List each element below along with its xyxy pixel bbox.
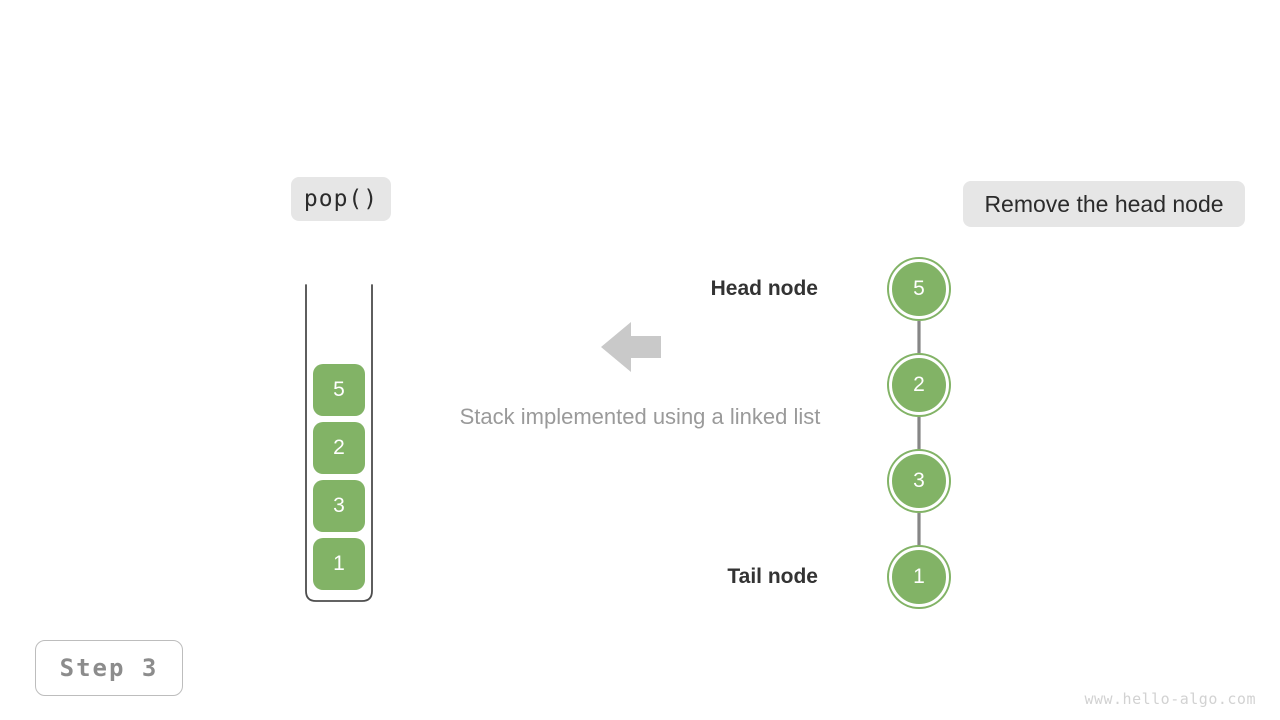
watermark-text: www.hello-algo.com: [1084, 690, 1256, 708]
action-description-chip: Remove the head node: [963, 181, 1245, 227]
arrow-left-icon: [601, 322, 661, 372]
caption-text: Stack implemented using a linked list: [459, 404, 821, 429]
stack-cell: 5: [313, 364, 365, 416]
step-badge: Step 3: [35, 640, 183, 696]
list-node: 1: [889, 547, 949, 607]
list-node-value: 2: [913, 373, 925, 396]
head-node-label: Head node: [710, 277, 818, 300]
step-label: Step 3: [59, 654, 159, 682]
stack-frame-outline: [305, 284, 373, 602]
stack-cell: 2: [313, 422, 365, 474]
stack-cell-value: 1: [333, 552, 345, 575]
stack-cell-value: 2: [333, 436, 345, 459]
linked-list-container: Head node 5 2 3 Tail node 1: [711, 255, 980, 615]
tail-node-label: Tail node: [727, 565, 818, 588]
action-label: Remove the head node: [984, 190, 1224, 217]
watermark: www.hello-algo.com: [1084, 690, 1256, 708]
list-node: 2: [889, 355, 949, 415]
stack-cell: 1: [313, 538, 365, 590]
operation-label: pop(): [303, 186, 379, 212]
list-node: 3: [889, 451, 949, 511]
list-node-value: 3: [913, 469, 925, 492]
diagram-caption: Stack implemented using a linked list: [441, 404, 839, 430]
list-node-value: 5: [913, 277, 925, 300]
stack-cell: 3: [313, 480, 365, 532]
operation-chip: pop(): [291, 177, 391, 221]
list-node: 5: [889, 259, 949, 319]
list-node-value: 1: [913, 565, 925, 588]
stack-cell-value: 5: [333, 378, 345, 401]
stack-cell-value: 3: [333, 494, 345, 517]
stack-container: 5 2 3 1: [296, 283, 382, 603]
